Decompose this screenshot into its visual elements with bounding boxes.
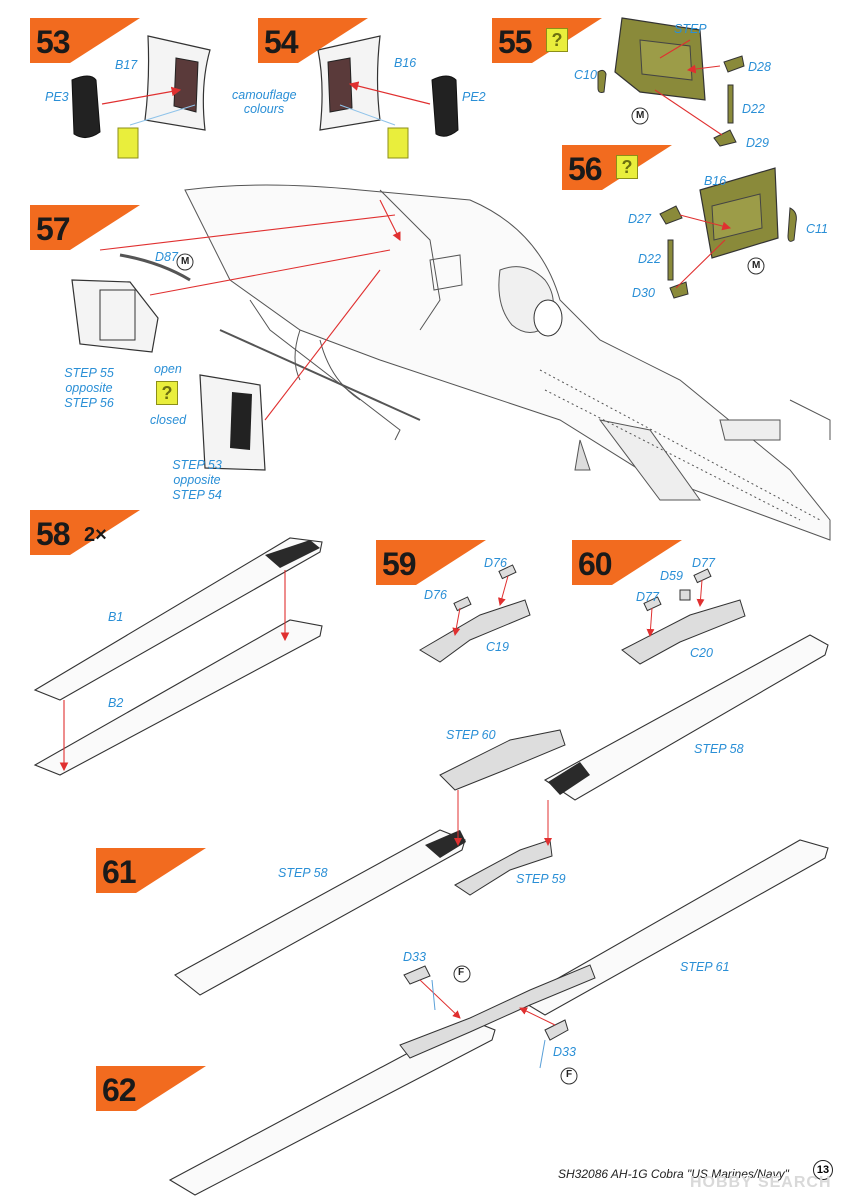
step-56-number: 56	[568, 151, 603, 187]
label-step58-ref: STEP 58	[694, 742, 744, 756]
label-opposite: opposite	[173, 473, 221, 487]
label-b16-step56: B16	[704, 174, 727, 188]
label-c10: C10	[574, 68, 597, 82]
step54-panel-drawing	[317, 35, 459, 159]
helicopter-fuselage-drawing	[184, 184, 831, 541]
step59-hub-drawing	[419, 564, 531, 663]
label-step55-ref: STEP 55	[64, 366, 114, 380]
label-d76: D76	[424, 588, 447, 602]
step-58-number: 58	[36, 516, 71, 552]
question-icon: ?	[156, 381, 178, 405]
label-b2: B2	[108, 696, 124, 710]
step58-blades-drawing	[33, 537, 323, 776]
step-58-multiplier: 2×	[84, 524, 107, 546]
step-61-badge: 61	[96, 848, 216, 898]
question-icon: ?	[616, 155, 638, 179]
label-d27: D27	[628, 212, 651, 226]
label-opposite: opposite	[65, 381, 113, 395]
step61-assembly-drawing	[174, 634, 829, 996]
label-c20: C20	[690, 646, 713, 660]
label-step59-ref: STEP 59	[516, 872, 566, 886]
paint-m-icon: M	[752, 260, 761, 271]
label-step: STEP	[674, 22, 707, 36]
label-d22-step56: D22	[638, 252, 661, 266]
footer-title: SH32086 AH-1G Cobra "US Marines/Navy"	[558, 1167, 789, 1181]
step-53-number: 53	[36, 24, 71, 60]
step-55-number: 55	[498, 24, 533, 60]
label-d33: D33	[553, 1045, 576, 1059]
label-d28: D28	[748, 60, 771, 74]
step-62-badge: 62	[96, 1066, 216, 1116]
label-step60-ref: STEP 60	[446, 728, 496, 742]
step-62-number: 62	[102, 1072, 137, 1108]
label-c19: C19	[486, 640, 509, 654]
step-53-badge: 53	[30, 18, 150, 68]
label-d29: D29	[746, 136, 769, 150]
label-b17: B17	[115, 58, 138, 72]
step-60-number: 60	[578, 546, 613, 582]
step-54-badge: 54	[258, 18, 378, 68]
label-step54-ref: STEP 54	[172, 488, 222, 502]
label-d77: D77	[692, 556, 715, 570]
paint-f-icon: F	[566, 1069, 573, 1080]
step-60-badge: 60	[572, 540, 692, 590]
step60-hub-drawing	[621, 568, 746, 665]
step62-assembly-drawing	[168, 839, 829, 1196]
step-58-badge: 58	[30, 510, 150, 560]
label-d22: D22	[742, 102, 765, 116]
label-d30: D30	[632, 286, 655, 300]
label-pe3: PE3	[45, 90, 69, 104]
page-number: 13	[813, 1160, 833, 1180]
label-d76: D76	[484, 556, 507, 570]
label-colours: colours	[243, 102, 285, 116]
label-camouflage: camouflage	[232, 88, 297, 102]
label-step61-ref: STEP 61	[680, 960, 730, 974]
paint-m-icon: M	[181, 256, 190, 267]
step-59-badge: 59	[376, 540, 496, 590]
label-step58-ref: STEP 58	[278, 866, 328, 880]
step-59-number: 59	[382, 546, 417, 582]
label-d77: D77	[636, 590, 659, 604]
label-open: open	[154, 362, 182, 376]
step-57-number: 57	[36, 211, 71, 247]
label-pe2: PE2	[462, 90, 486, 104]
label-b1: B1	[108, 610, 124, 624]
step53-panel-drawing	[71, 35, 211, 159]
label-d59: D59	[660, 569, 683, 583]
label-step53-ref: STEP 53	[172, 458, 222, 472]
label-d33: D33	[403, 950, 426, 964]
paint-f-icon: F	[458, 967, 465, 978]
step56-part-drawing	[659, 167, 797, 299]
step55-part-drawing	[597, 17, 745, 147]
label-b16: B16	[394, 56, 417, 70]
label-closed: closed	[150, 413, 187, 427]
label-d87: D87	[155, 250, 178, 264]
step-57-badge: 57	[30, 205, 150, 255]
watermark: HOBBY SEARCH	[690, 1174, 832, 1191]
label-c11: C11	[806, 222, 829, 236]
paint-m-icon: M	[636, 110, 645, 121]
step57-parts-drawing	[71, 199, 401, 471]
step-61-number: 61	[102, 854, 137, 890]
label-step56-ref: STEP 56	[64, 396, 114, 410]
step-54-number: 54	[264, 24, 299, 60]
question-icon: ?	[546, 28, 568, 52]
